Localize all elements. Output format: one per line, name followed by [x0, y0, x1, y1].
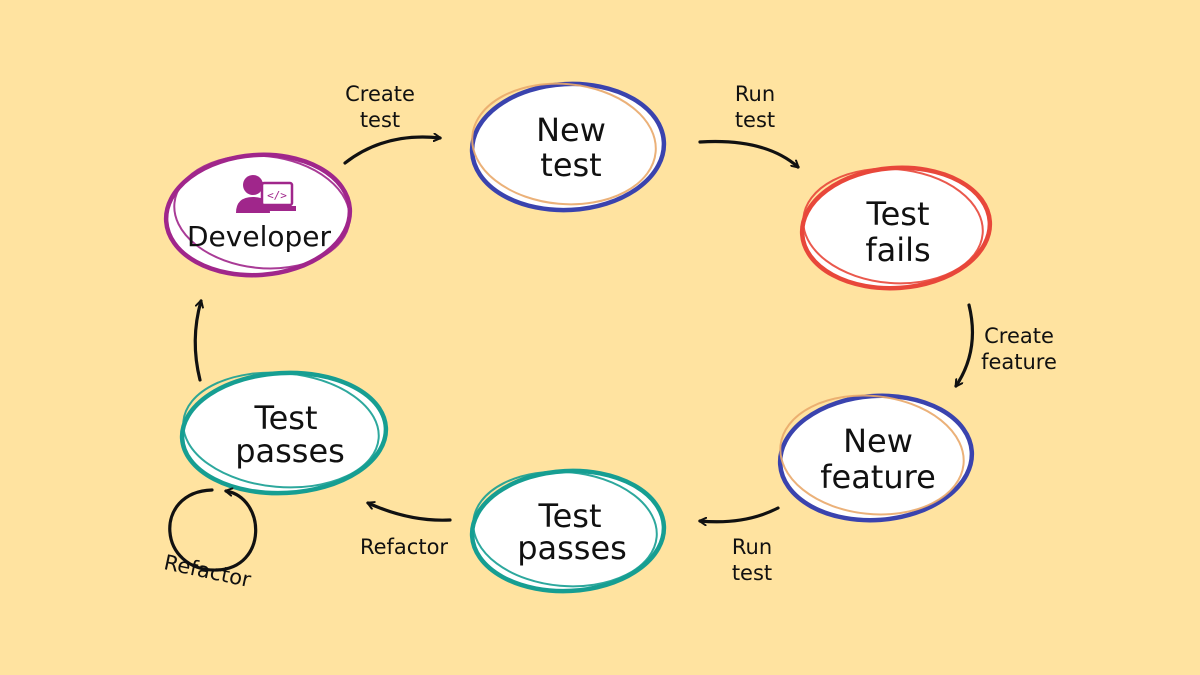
run-test-top-arrow: [698, 139, 800, 169]
create-test-label-line2: test: [360, 108, 400, 132]
developer-at-computer-icon: </>: [236, 175, 296, 213]
developer-node-ring: [163, 152, 353, 278]
test-passes-middle-node: Test passes: [469, 468, 667, 594]
run-test-bottom-label-line2: test: [732, 561, 772, 585]
test-passes-left-label-line1: Test: [253, 399, 317, 437]
refactor-arrow: [368, 503, 452, 522]
create-feature-label-line1: Create: [984, 324, 1054, 348]
svg-text:</>: </>: [267, 189, 287, 202]
refactor-loop-arrow: [168, 490, 258, 572]
new-feature-label-line2: feature: [820, 458, 936, 496]
test-fails-label-line2: fails: [865, 231, 930, 269]
refactor-loop-label: Refactor: [162, 550, 254, 592]
edge-run-test-top: Run test: [698, 82, 800, 169]
refactor-loop: Refactor: [162, 490, 258, 592]
create-feature-label-line2: feature: [981, 350, 1057, 374]
new-feature-node-ring-sketch: [779, 394, 965, 516]
edge-back-to-developer: [193, 301, 201, 382]
run-test-top-label-line1: Run: [735, 82, 775, 106]
edge-run-test-bottom: Run test: [700, 506, 780, 585]
create-test-label-line1: Create: [345, 82, 415, 106]
test-passes-middle-label-line2: passes: [517, 529, 627, 567]
run-test-bottom-label-line1: Run: [732, 535, 772, 559]
developer-label: Developer: [187, 220, 331, 253]
test-passes-middle-label-line1: Test: [537, 497, 601, 535]
test-fails-node-ring-sketch: [802, 167, 984, 285]
test-fails-node: Test fails: [799, 165, 993, 291]
test-passes-left-node-ring-sketch: [182, 371, 380, 489]
developer-node: </> Developer: [163, 152, 353, 278]
create-feature-arrow: [954, 303, 975, 388]
new-test-label-line1: New: [536, 111, 606, 149]
run-test-bottom-arrow: [700, 506, 780, 522]
refactor-edge-label: Refactor: [360, 535, 448, 559]
create-test-arrow: [343, 137, 440, 165]
new-feature-node: New feature: [777, 393, 975, 523]
test-passes-middle-node-ring-sketch: [472, 470, 658, 588]
edge-refactor: Refactor: [360, 503, 452, 559]
developer-node-ring-sketch: [173, 154, 351, 270]
new-test-node-ring-sketch: [471, 82, 657, 206]
test-passes-left-label-line2: passes: [235, 432, 345, 470]
edge-create-test: Create test: [343, 82, 440, 165]
test-fails-label-line1: Test: [865, 195, 929, 233]
new-feature-label-line1: New: [843, 422, 913, 460]
test-passes-left-node: Test passes: [179, 370, 389, 496]
back-to-developer-arrow: [193, 301, 201, 382]
new-test-node: New test: [469, 81, 667, 213]
edge-create-feature: Create feature: [954, 303, 1057, 388]
new-test-label-line2: test: [540, 146, 601, 184]
run-test-top-label-line2: test: [735, 108, 775, 132]
